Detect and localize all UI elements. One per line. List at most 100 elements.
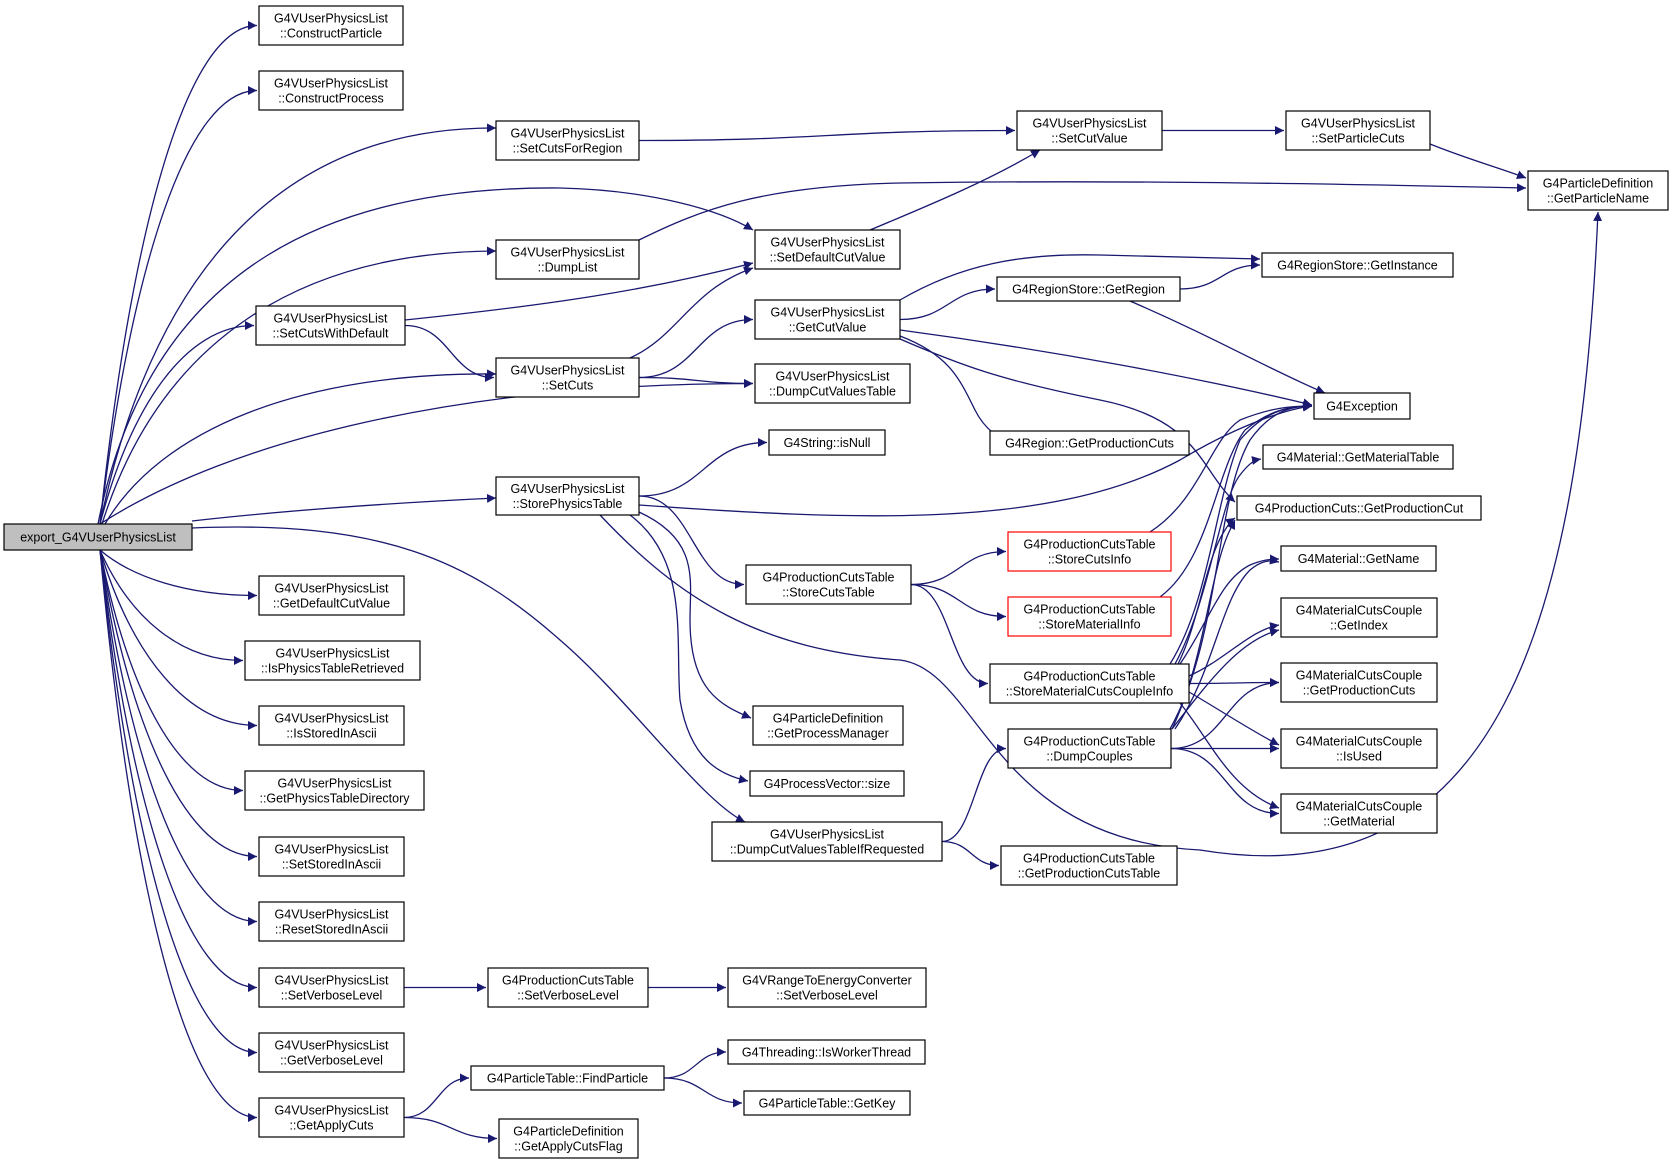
- node-box: [495, 239, 640, 280]
- edge-store-material-cuts-couple-info-to-mcc-is-used: [1188, 691, 1280, 746]
- node-material-get-name[interactable]: G4Material::GetName: [1280, 545, 1437, 572]
- node-label: ::GetProcessManager: [767, 727, 889, 741]
- node-label: ::GetMaterial: [1323, 815, 1395, 829]
- edge-root-to-dump-list: [101, 246, 497, 525]
- node-mcc-get-material[interactable]: G4MaterialCutsCouple::GetMaterial: [1280, 793, 1438, 834]
- node-set-verbose-level[interactable]: G4VUserPhysicsList::SetVerboseLevel: [258, 967, 405, 1008]
- node-label: ::StoreCutsInfo: [1048, 553, 1131, 567]
- node-label: G4ParticleDefinition: [1543, 177, 1654, 191]
- edge-store-material-cuts-couple-info-to-mcc-get-material: [1179, 702, 1280, 810]
- node-box: [743, 1090, 911, 1116]
- edge-dump-couples-to-mcc-get-index: [1171, 627, 1280, 730]
- node-box: [1261, 252, 1454, 278]
- node-is-physics-table-retrieved[interactable]: G4VUserPhysicsList::IsPhysicsTableRetrie…: [244, 640, 421, 681]
- edge-get-cut-value-to-region-store-get-region: [899, 284, 996, 321]
- node-label: G4Threading::IsWorkerThread: [742, 1046, 911, 1060]
- node-label: ::GetProductionCutsTable: [1018, 867, 1160, 881]
- node-box: [1313, 392, 1411, 420]
- node-production-cuts-get-production-cut[interactable]: G4ProductionCuts::GetProductionCut: [1236, 495, 1482, 521]
- node-dump-couples[interactable]: G4ProductionCutsTable::DumpCouples: [1007, 728, 1172, 769]
- node-store-physics-table[interactable]: G4VUserPhysicsList::StorePhysicsTable: [495, 476, 640, 516]
- node-label: G4Material::GetMaterialTable: [1277, 451, 1440, 465]
- node-label: ::ConstructProcess: [278, 92, 384, 106]
- node-label: G4VUserPhysicsList: [776, 370, 890, 384]
- node-get-apply-cuts[interactable]: G4VUserPhysicsList::GetApplyCuts: [258, 1097, 405, 1138]
- node-label: G4ProductionCutsTable: [1023, 538, 1155, 552]
- node-label: G4ParticleTable::GetKey: [759, 1097, 897, 1111]
- node-box: [495, 357, 640, 398]
- node-set-particle-cuts[interactable]: G4VUserPhysicsList::SetParticleCuts: [1285, 110, 1431, 151]
- node-set-cuts-for-region[interactable]: G4VUserPhysicsList::SetCutsForRegion: [495, 120, 640, 161]
- node-threading-is-worker-thread[interactable]: G4Threading::IsWorkerThread: [727, 1039, 926, 1065]
- edge-dump-couples-to-g4-exception: [1169, 401, 1313, 730]
- node-get-production-cuts-table[interactable]: G4ProductionCutsTable::GetProductionCuts…: [1000, 845, 1178, 886]
- node-mcc-get-index[interactable]: G4MaterialCutsCouple::GetIndex: [1280, 597, 1438, 638]
- node-label: G4String::isNull: [784, 436, 871, 450]
- node-reset-stored-in-ascii[interactable]: G4VUserPhysicsList::ResetStoredInAscii: [258, 901, 405, 942]
- node-construct-process[interactable]: G4VUserPhysicsList::ConstructProcess: [258, 70, 404, 111]
- node-label: ::DumpCutValuesTable: [769, 385, 896, 399]
- node-construct-particle[interactable]: G4VUserPhysicsList::ConstructParticle: [258, 5, 404, 46]
- node-get-particle-name[interactable]: G4ParticleDefinition::GetParticleName: [1527, 170, 1669, 211]
- node-box: [1285, 110, 1431, 151]
- node-process-vector-size[interactable]: G4ProcessVector::size: [749, 770, 905, 797]
- node-get-physics-table-directory[interactable]: G4VUserPhysicsList::GetPhysicsTableDirec…: [244, 770, 425, 811]
- node-label: G4ProductionCutsTable: [1023, 670, 1155, 684]
- node-label: G4VUserPhysicsList: [771, 306, 885, 320]
- node-get-process-manager[interactable]: G4ParticleDefinition::GetProcessManager: [752, 705, 904, 746]
- node-label: G4ProductionCutsTable: [1023, 735, 1155, 749]
- node-dump-cut-values-table-if-requested[interactable]: G4VUserPhysicsList::DumpCutValuesTableIf…: [711, 821, 943, 862]
- node-get-verbose-level[interactable]: G4VUserPhysicsList::GetVerboseLevel: [258, 1032, 405, 1073]
- node-get-apply-cuts-flag[interactable]: G4ParticleDefinition::GetApplyCutsFlag: [498, 1118, 639, 1159]
- edge-store-physics-table-to-get-particle-name: [599, 211, 1603, 857]
- node-box: [727, 967, 927, 1008]
- node-label: G4ProductionCutsTable: [762, 571, 894, 585]
- node-label: G4ProductionCutsTable: [1023, 852, 1155, 866]
- edge-dump-couples-to-material-get-name: [1174, 555, 1280, 730]
- node-label: G4VUserPhysicsList: [275, 582, 389, 596]
- edge-store-physics-table-to-string-is-null: [638, 438, 768, 497]
- node-set-cuts-with-default[interactable]: G4VUserPhysicsList::SetCutsWithDefault: [255, 305, 406, 346]
- node-box: [749, 770, 905, 797]
- node-mcc-get-production-cuts[interactable]: G4MaterialCutsCouple::GetProductionCuts: [1280, 662, 1438, 703]
- node-get-cut-value[interactable]: G4VUserPhysicsList::GetCutValue: [754, 299, 901, 340]
- node-store-cuts-table[interactable]: G4ProductionCutsTable::StoreCutsTable: [745, 564, 912, 605]
- edge-set-default-cut-value-to-set-cut-value: [869, 149, 1041, 231]
- node-box: [495, 120, 640, 161]
- node-box: [989, 663, 1190, 704]
- node-label: G4VUserPhysicsList: [511, 364, 625, 378]
- node-region-store-get-region[interactable]: G4RegionStore::GetRegion: [996, 276, 1181, 302]
- node-label: G4MaterialCutsCouple: [1296, 735, 1422, 749]
- node-set-default-cut-value[interactable]: G4VUserPhysicsList::SetDefaultCutValue: [754, 229, 901, 270]
- node-region-get-production-cuts[interactable]: G4Region::GetProductionCuts: [989, 430, 1190, 456]
- node-material-get-material-table[interactable]: G4Material::GetMaterialTable: [1262, 444, 1454, 470]
- node-is-stored-in-ascii[interactable]: G4VUserPhysicsList::IsStoredInAscii: [258, 705, 405, 746]
- node-store-cuts-info[interactable]: G4ProductionCutsTable::StoreCutsInfo: [1007, 531, 1172, 572]
- node-string-is-null[interactable]: G4String::isNull: [768, 429, 886, 456]
- node-label: ::SetParticleCuts: [1311, 132, 1404, 146]
- node-g4-exception[interactable]: G4Exception: [1313, 392, 1411, 420]
- node-dump-cut-values-table[interactable]: G4VUserPhysicsList::DumpCutValuesTable: [754, 363, 911, 404]
- node-mcc-is-used[interactable]: G4MaterialCutsCouple::IsUsed: [1280, 728, 1438, 769]
- node-dump-list[interactable]: G4VUserPhysicsList::DumpList: [495, 239, 640, 280]
- node-root[interactable]: export_G4VUserPhysicsList: [3, 523, 193, 551]
- node-particle-table-find-particle[interactable]: G4ParticleTable::FindParticle: [470, 1065, 665, 1091]
- node-store-material-info[interactable]: G4ProductionCutsTable::StoreMaterialInfo: [1007, 596, 1172, 637]
- edge-dump-couples-to-mcc-get-production-cuts: [1170, 678, 1280, 750]
- node-get-default-cut-value[interactable]: G4VUserPhysicsList::GetDefaultCutValue: [258, 575, 405, 616]
- node-set-cut-value[interactable]: G4VUserPhysicsList::SetCutValue: [1016, 110, 1163, 151]
- edge-dump-couples-to-mcc-get-material: [1170, 747, 1280, 818]
- node-label: ::SetCutValue: [1051, 132, 1127, 146]
- node-region-store-get-instance[interactable]: G4RegionStore::GetInstance: [1261, 252, 1454, 278]
- edge-root-to-get-physics-table-directory: [99, 549, 244, 795]
- node-label: ::SetDefaultCutValue: [770, 251, 886, 265]
- node-store-material-cuts-couple-info[interactable]: G4ProductionCutsTable::StoreMaterialCuts…: [989, 663, 1190, 704]
- node-box: [1280, 545, 1437, 572]
- node-box: [1007, 596, 1172, 637]
- node-pct-set-verbose-level[interactable]: G4ProductionCutsTable::SetVerboseLevel: [487, 967, 649, 1008]
- node-particle-table-get-key[interactable]: G4ParticleTable::GetKey: [743, 1090, 911, 1116]
- node-range-to-energy-set-verbose-level[interactable]: G4VRangeToEnergyConverter::SetVerboseLev…: [727, 967, 927, 1008]
- node-set-cuts[interactable]: G4VUserPhysicsList::SetCuts: [495, 357, 640, 398]
- edge-store-physics-table-to-process-vector-size: [629, 514, 749, 784]
- node-set-stored-in-ascii[interactable]: G4VUserPhysicsList::SetStoredInAscii: [258, 836, 405, 877]
